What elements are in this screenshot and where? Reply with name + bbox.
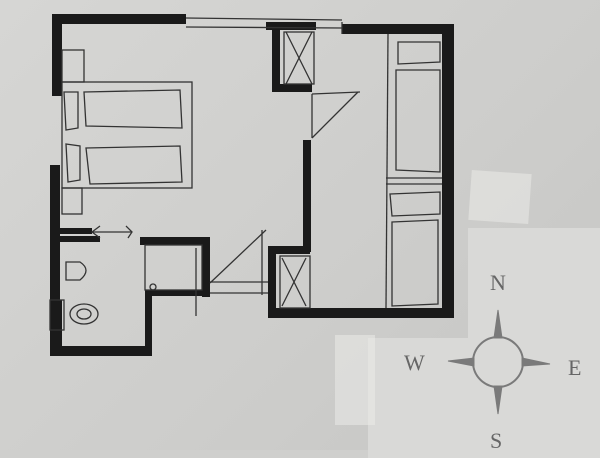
walls xyxy=(50,14,454,356)
tape-strip xyxy=(335,335,375,425)
compass-rose xyxy=(447,309,551,415)
compass-south-label: S xyxy=(490,428,503,453)
compass-east-label: E xyxy=(568,355,582,380)
sketch-lines xyxy=(49,17,442,331)
compass-north-label: N xyxy=(490,270,506,295)
compass-west-label: W xyxy=(404,350,425,375)
